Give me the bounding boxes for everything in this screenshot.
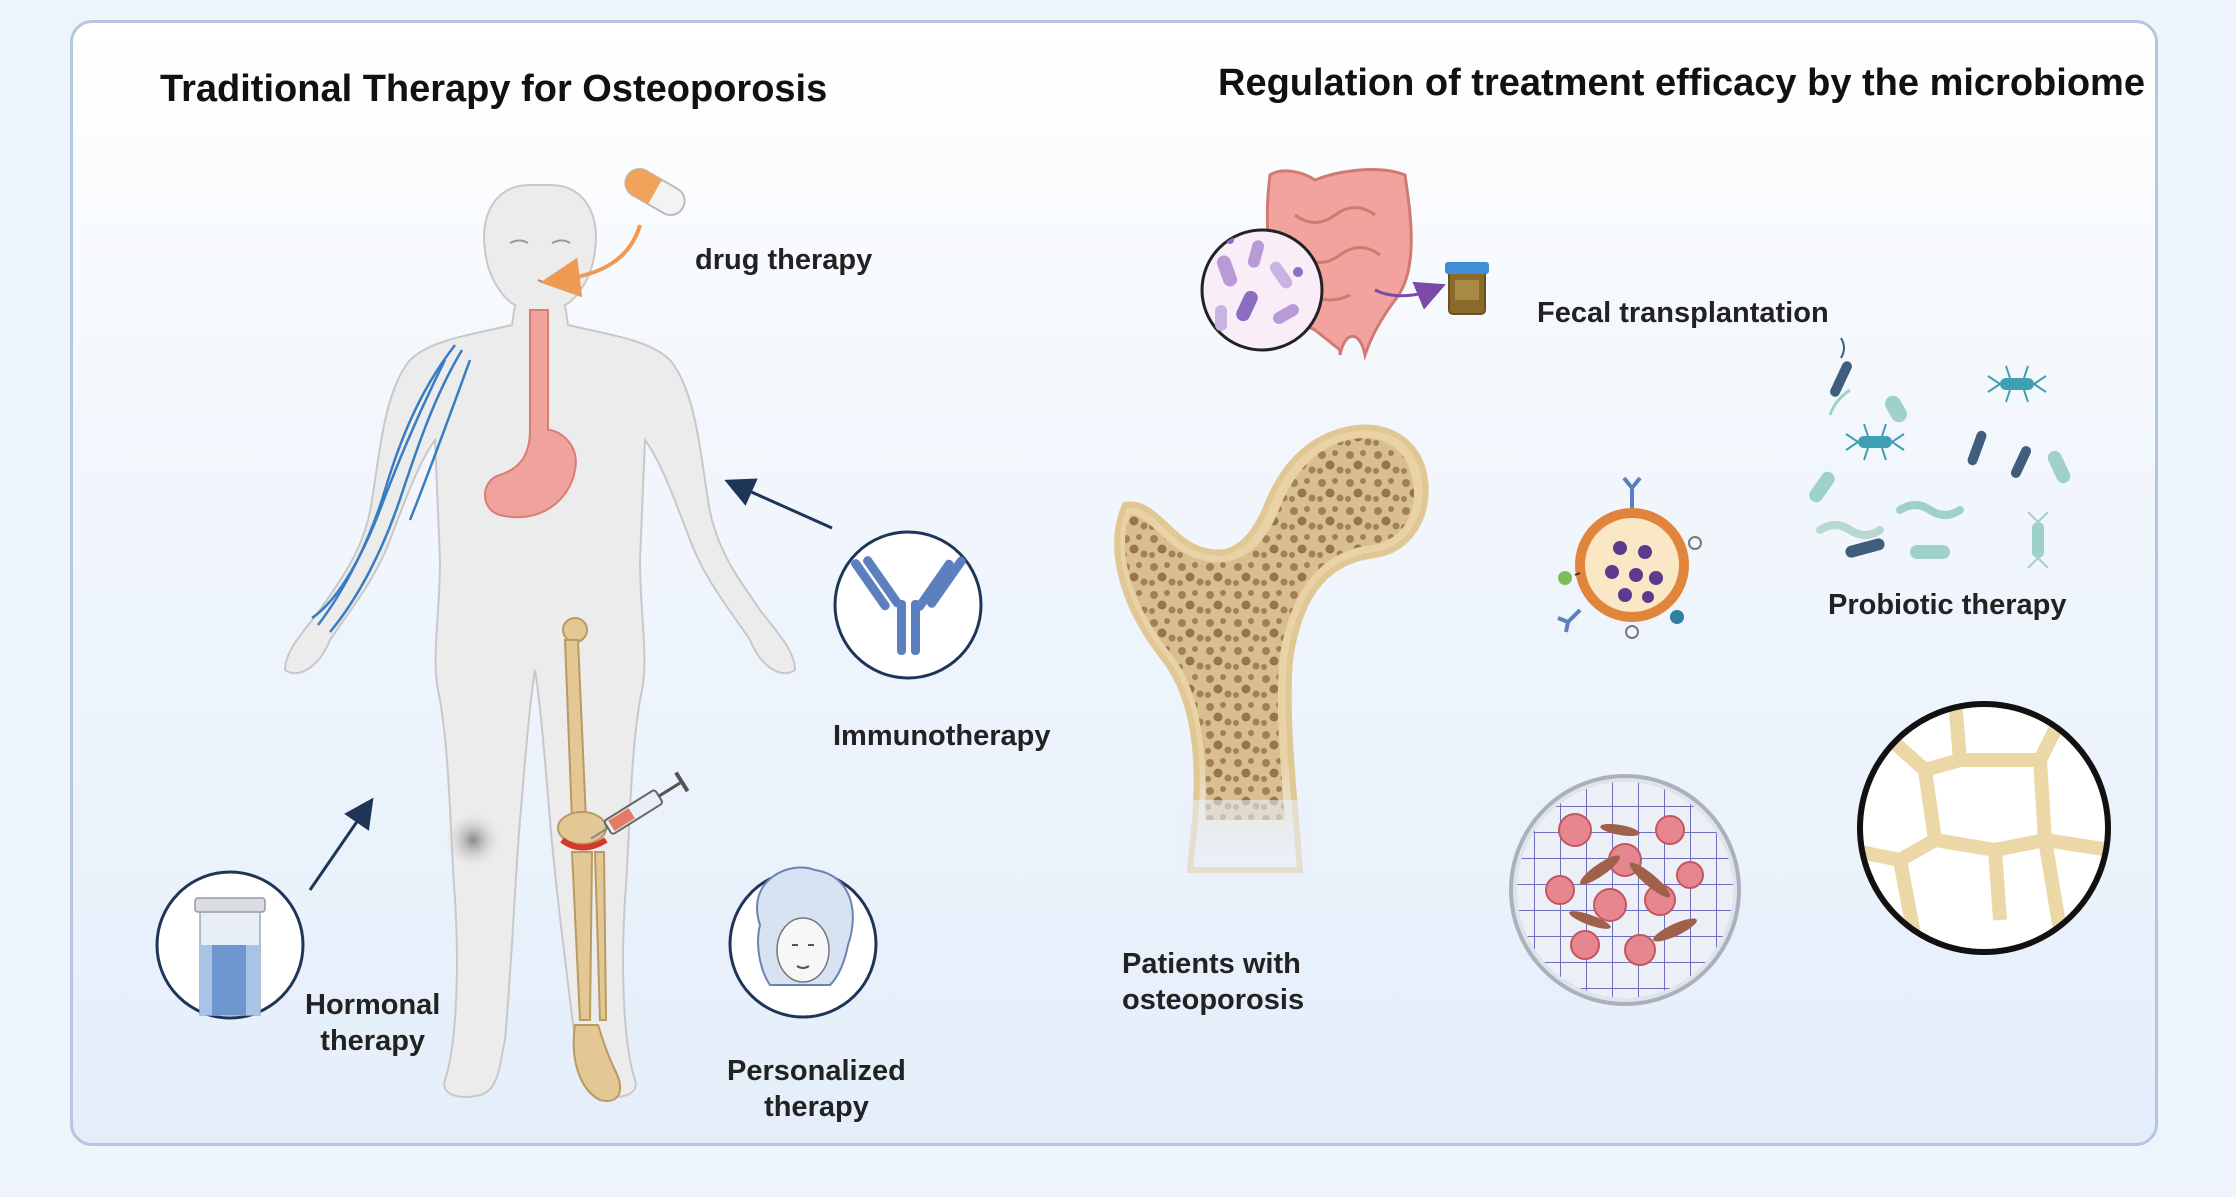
antibody-icon xyxy=(833,530,983,680)
fecal-jar-icon xyxy=(1445,262,1489,315)
syringe-icon xyxy=(590,771,690,840)
immuno-arrow xyxy=(724,478,833,530)
capsule-icon xyxy=(624,168,686,216)
figure-frame xyxy=(70,20,2158,1146)
personalized-line-2: therapy xyxy=(764,1091,869,1123)
personalized-line-1: Personalized xyxy=(727,1055,906,1087)
human-body-icon xyxy=(283,184,797,1102)
person-face-icon xyxy=(728,866,878,1019)
drug-therapy-label: drug therapy xyxy=(695,244,873,276)
petri-dish-icon xyxy=(1509,774,1741,1006)
hormonal-therapy-label: Hormonal therapy xyxy=(305,987,440,1059)
patients-line-2: osteoporosis xyxy=(1122,984,1305,1016)
patients-label: Patients with osteoporosis xyxy=(1122,946,1304,1018)
intestine-icon xyxy=(1200,168,1413,361)
scaffold-icon xyxy=(1857,701,2111,955)
patients-line-1: Patients with xyxy=(1122,948,1301,980)
right-title: Regulation of treatment efficacy by the … xyxy=(1218,62,2145,104)
hormonal-line-2: therapy xyxy=(320,1025,426,1057)
probiotic-bacteria-icon xyxy=(1809,337,2071,569)
fecal-transplantation-label: Fecal transplantation xyxy=(1537,297,1829,329)
leg-skeleton-icon xyxy=(557,617,621,1102)
fecal-arrow xyxy=(1374,281,1446,310)
liposome-icon xyxy=(1557,476,1702,639)
drug-arrow xyxy=(540,224,642,298)
femur-icon xyxy=(1114,424,1429,880)
hormonal-line-1: Hormonal xyxy=(305,989,441,1021)
probiotic-therapy-label: Probiotic therapy xyxy=(1828,589,2067,621)
immunotherapy-label: Immunotherapy xyxy=(833,720,1051,752)
hormone-bottle-icon xyxy=(155,870,305,1020)
hormonal-arrow xyxy=(308,797,374,891)
left-title: Traditional Therapy for Osteoporosis xyxy=(160,68,828,110)
personalized-therapy-label: Personalized therapy xyxy=(727,1053,906,1125)
